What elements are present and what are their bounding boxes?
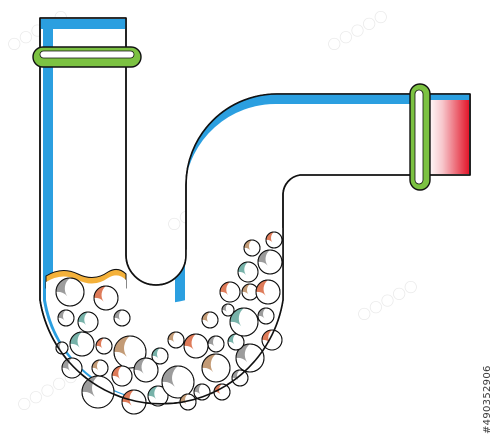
bubble: [111, 365, 133, 387]
bubble: [221, 303, 235, 317]
bubble: [91, 359, 109, 377]
bubble: [243, 239, 261, 257]
bubble: [201, 353, 231, 383]
bubble: [161, 365, 195, 399]
bubble: [231, 369, 249, 387]
debris-bubbles: [55, 231, 283, 415]
outlet-stain: [428, 100, 469, 174]
bubble: [207, 335, 225, 353]
bubble: [241, 283, 259, 301]
bubble: [121, 389, 147, 415]
bubble: [237, 261, 259, 283]
bubble: [255, 279, 281, 305]
bubble: [133, 357, 159, 383]
bubble: [219, 281, 241, 303]
bubble: [183, 333, 209, 359]
svg-text:◯◯◯◯◯: ◯◯◯◯◯: [325, 7, 390, 53]
bubble: [257, 249, 283, 275]
stock-id-label: #490352906: [482, 365, 493, 434]
bubble: [257, 307, 275, 325]
bubble: [77, 311, 99, 333]
bubble: [81, 375, 115, 409]
bubble: [151, 347, 169, 365]
bubble: [57, 309, 75, 327]
bubble: [69, 331, 95, 357]
bubble: [213, 383, 231, 401]
bubble: [113, 335, 147, 369]
bubble: [61, 357, 83, 379]
bubble: [147, 385, 169, 407]
bubble: [235, 343, 265, 373]
bubble: [229, 307, 259, 337]
bubble: [167, 331, 185, 349]
bubble: [93, 285, 119, 311]
bubble: [113, 309, 131, 327]
outlet-ring: [409, 83, 431, 191]
bubble: [201, 311, 219, 329]
water-edge-inner-curve: [128, 254, 184, 283]
top-ring: [32, 46, 142, 68]
bubble: [265, 231, 283, 249]
pipe-outline: [39, 17, 471, 405]
svg-text:◯◯◯◯◯: ◯◯◯◯◯: [355, 277, 420, 323]
bubble: [55, 277, 85, 307]
bubble: [95, 337, 113, 355]
bubble: [227, 333, 245, 351]
